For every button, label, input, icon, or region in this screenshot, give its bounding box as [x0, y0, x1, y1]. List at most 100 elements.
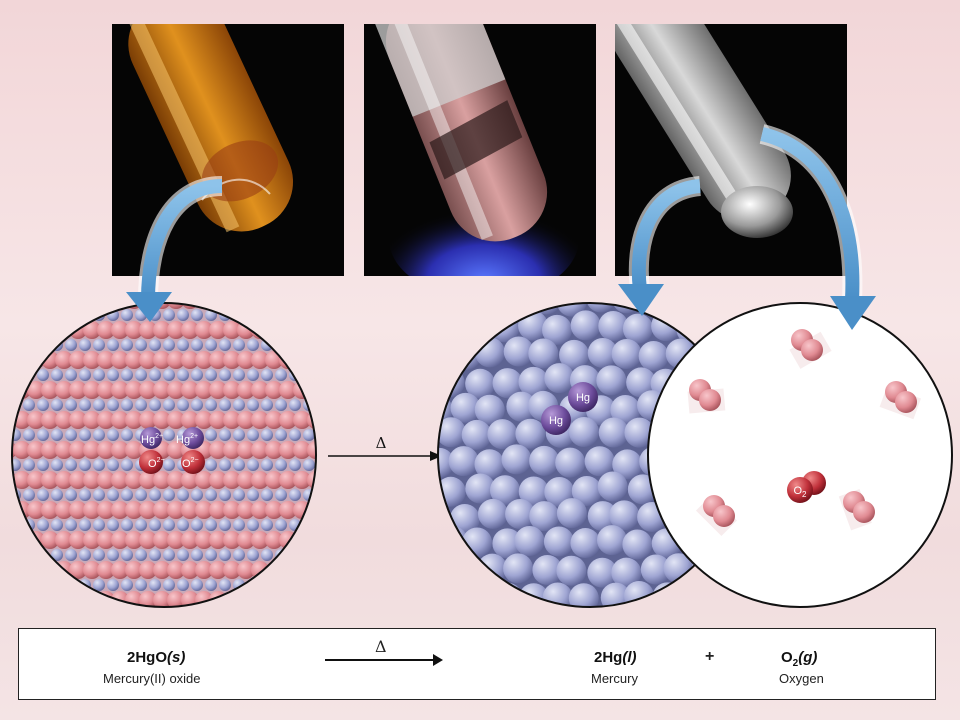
mercury-ion [233, 489, 245, 501]
mercury-ion [23, 399, 35, 411]
hg-atom-label-1: Hg [576, 392, 590, 404]
oxygen-ion [111, 441, 129, 459]
mercury-ion [205, 519, 217, 531]
oxygen-ion [27, 381, 45, 399]
mercury-ion [233, 399, 245, 411]
mercury-ion [233, 549, 245, 561]
mercury-ion [65, 399, 77, 411]
mercury-ion [37, 459, 49, 471]
mercury-atom [624, 417, 655, 448]
oxygen-ion [125, 531, 143, 549]
mercury-ion [205, 369, 217, 381]
oxygen-ion [209, 471, 227, 489]
oxygen-ion [237, 591, 255, 607]
oxygen-ion [125, 561, 143, 579]
oxygen-ion [279, 561, 297, 579]
oxygen-atom [895, 391, 917, 413]
oxygen-ion [279, 441, 297, 459]
oxygen-ion [209, 381, 227, 399]
mercury-ion [331, 429, 343, 441]
oxygen-ion [139, 561, 157, 579]
oxygen-ion [41, 411, 59, 429]
oxygen-ion [139, 471, 157, 489]
mercury-atom [676, 581, 707, 607]
mercury-ion [79, 609, 91, 621]
mercury-ion [191, 519, 203, 531]
oxygen-ion [55, 501, 73, 519]
mercury-ion [65, 489, 77, 501]
mercury-atom [598, 310, 629, 341]
mercury-ion [93, 579, 105, 591]
mercury-ion [37, 429, 49, 441]
mercury-ion [149, 519, 161, 531]
mercury-ion [205, 579, 217, 591]
mercury-ion [51, 609, 63, 621]
oxygen-ion [237, 381, 255, 399]
mercury-ion [121, 339, 133, 351]
mercury-ion [289, 429, 301, 441]
oxygen-ion [181, 411, 199, 429]
mercury-atom [476, 303, 507, 316]
mercury-ion [65, 339, 77, 351]
mercury-atom [612, 449, 643, 480]
mercury-ion [37, 579, 49, 591]
product2-formula: O2(g) [781, 649, 818, 669]
mercury-ion [93, 399, 105, 411]
mercury-ion [163, 399, 175, 411]
mercury-ion [317, 489, 329, 501]
o2-label: O2 [793, 485, 807, 499]
mercury-ion [135, 369, 147, 381]
mercury-ion [37, 399, 49, 411]
mercury-ion [191, 339, 203, 351]
mercury-atom [597, 471, 628, 502]
mercury-ion [177, 369, 189, 381]
mercury-ion [233, 339, 245, 351]
oxygen-ion [237, 441, 255, 459]
mercury-ion [163, 489, 175, 501]
oxygen-ion [69, 303, 87, 309]
oxygen-ion [237, 411, 255, 429]
mercury-atom [666, 303, 697, 315]
mercury-atom [556, 303, 587, 317]
oxygen-ion [307, 561, 316, 579]
oxygen-ion [251, 381, 269, 399]
mercury-ion [317, 429, 329, 441]
mercury-ion [65, 609, 77, 621]
oxygen-ion [111, 351, 129, 369]
oxygen-ion [279, 411, 297, 429]
mercury-ion [51, 519, 63, 531]
mercury-atom [529, 445, 560, 476]
mercury-ion [163, 339, 175, 351]
mercury-ion [275, 609, 287, 621]
mercury-ion [247, 459, 259, 471]
molecular-scene: Hg2+ Hg2+ O2− O2− Δ Hg Hg O2 [11, 127, 953, 621]
oxygen-ion [97, 381, 115, 399]
mercury-ion [205, 429, 217, 441]
oxygen-ion [321, 411, 339, 429]
mercury-atom [438, 367, 465, 398]
mercury-atom [529, 501, 560, 532]
mercury-atom [465, 473, 496, 504]
oxygen-ion [265, 501, 283, 519]
mercury-ion [233, 309, 245, 321]
mercury-ion [303, 609, 315, 621]
mercury-ion [37, 519, 49, 531]
oxygen-ion [251, 501, 269, 519]
oxygen-ion [167, 561, 185, 579]
oxygen-atom [853, 501, 875, 523]
mercury-atom [587, 337, 618, 368]
oxygen-ion [41, 381, 59, 399]
mercury-atom [571, 475, 602, 506]
heated-test-tube-image [371, 24, 579, 276]
mercury-ion [303, 459, 315, 471]
mercury-atom [503, 553, 534, 584]
mercury-ion [303, 549, 315, 561]
mercury-atom [624, 581, 655, 607]
oxygen-ion [125, 411, 143, 429]
mercury-atom [544, 363, 575, 394]
oxygen-ion [293, 531, 311, 549]
mercury-ion [247, 609, 259, 621]
mercury-atom [609, 500, 640, 531]
oxygen-ion [321, 531, 339, 549]
mercury-ion [233, 519, 245, 531]
